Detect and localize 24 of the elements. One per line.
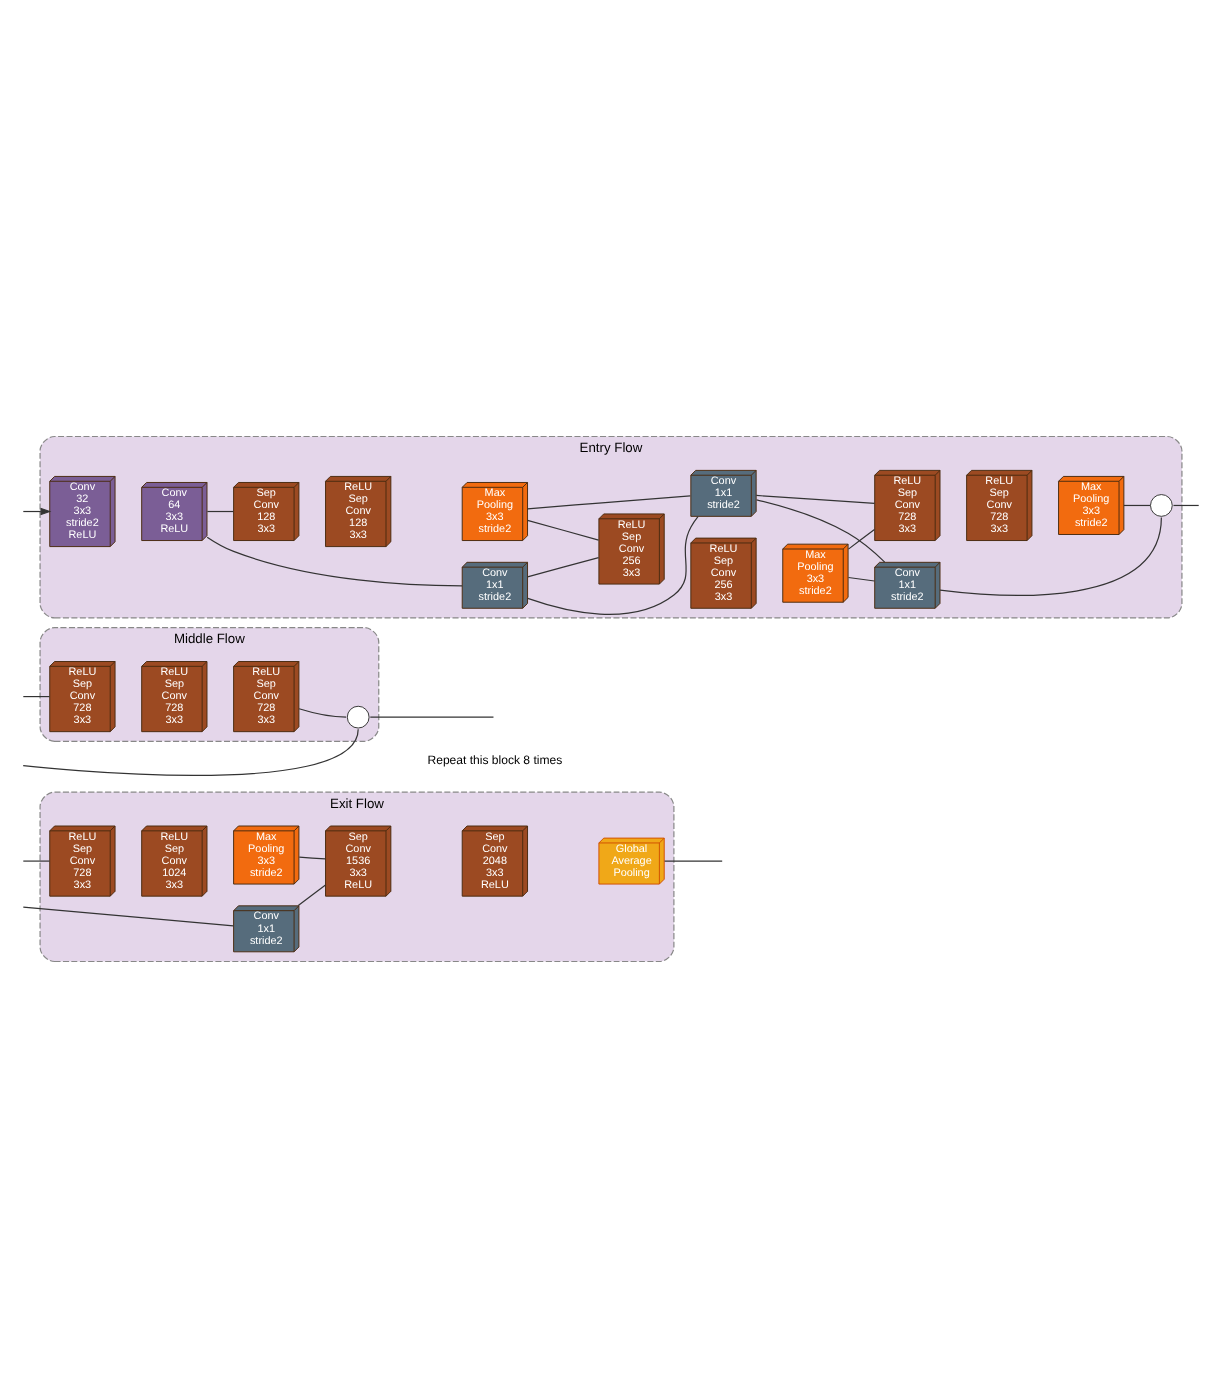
- connector: [298, 856, 326, 860]
- connector: [1123, 504, 1151, 507]
- connector: [526, 519, 600, 541]
- connector: [756, 499, 886, 563]
- connector: [526, 556, 600, 578]
- connector: [298, 708, 347, 718]
- connector: [297, 884, 327, 907]
- connector: [847, 576, 876, 582]
- connector: [22, 695, 51, 698]
- connector: [664, 860, 723, 862]
- node-circle: [346, 705, 370, 729]
- node-circle: [1150, 494, 1173, 517]
- connector: [527, 516, 699, 615]
- connector: [527, 495, 691, 510]
- connector: [206, 536, 463, 587]
- connector: [755, 494, 876, 504]
- connector: [1172, 504, 1200, 507]
- connector: [22, 906, 234, 927]
- connector: [22, 728, 359, 777]
- connector: [369, 716, 495, 718]
- connector: [847, 528, 876, 550]
- connector: [22, 860, 51, 862]
- connector: [939, 516, 1162, 596]
- connector: [206, 510, 234, 513]
